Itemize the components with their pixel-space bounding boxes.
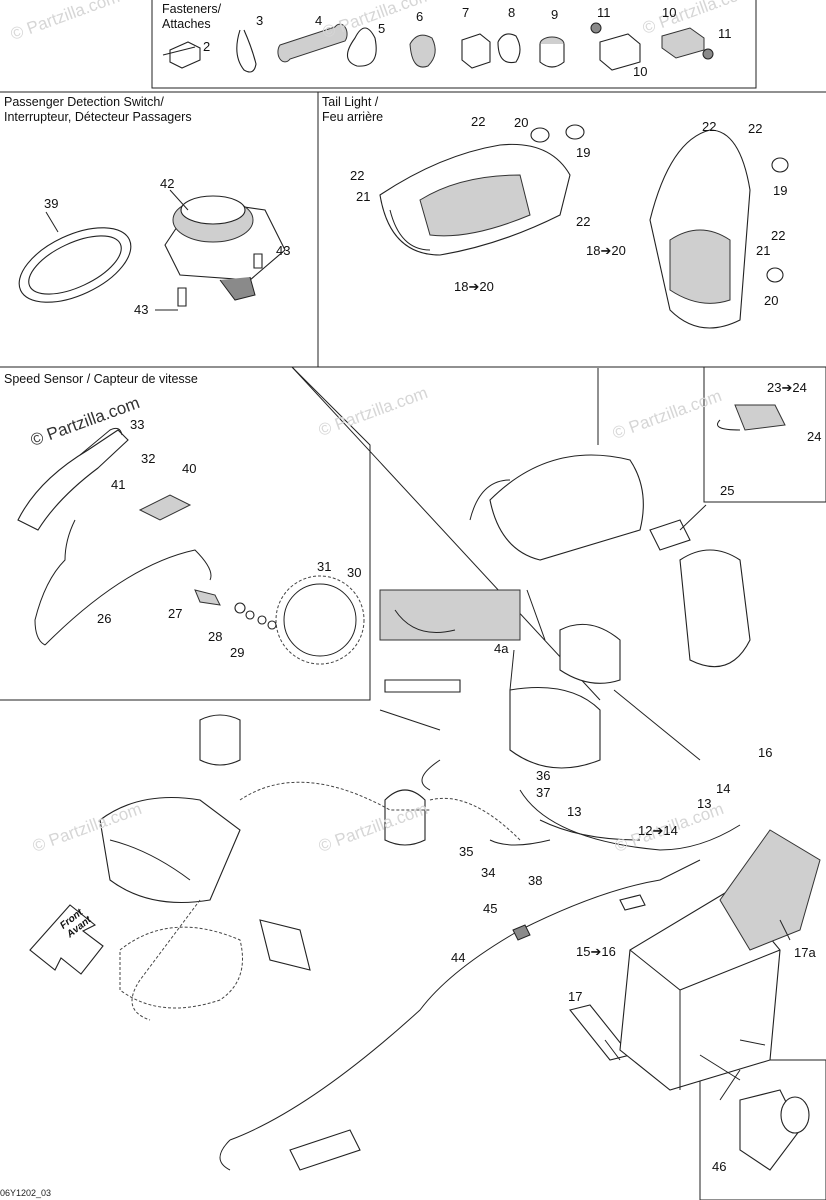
figure-code: 06Y1202_03 <box>0 1188 52 1198</box>
callout: 22 <box>748 121 763 136</box>
callout: 40 <box>182 461 197 476</box>
main-assembly <box>99 404 821 1171</box>
callout: 22 <box>471 114 486 129</box>
callout: 20 <box>514 115 529 130</box>
callout: 43 <box>276 243 291 258</box>
callout: 45 <box>483 901 498 916</box>
callout: 2 <box>203 39 211 54</box>
callout: 38 <box>528 873 543 888</box>
callout: 13 <box>567 804 582 819</box>
callout: 30 <box>347 565 362 580</box>
callout: 31 <box>317 559 332 574</box>
callout: 28 <box>208 629 223 644</box>
callout: 15➔16 <box>576 944 616 959</box>
callout: 27 <box>168 606 183 621</box>
callout: 23➔24 <box>767 380 807 395</box>
speed-sensor-parts <box>17 427 365 665</box>
callout: 18➔20 <box>586 243 626 258</box>
callout: 46 <box>712 1159 727 1174</box>
callout: 4a <box>494 641 509 656</box>
callout: 16 <box>758 745 773 760</box>
section-title-tail-light: Tail Light / Feu arrière <box>322 95 384 124</box>
front-arrow-icon <box>29 904 104 975</box>
callout: 36 <box>536 768 551 783</box>
callout: 35 <box>459 844 474 859</box>
callout: 9 <box>551 7 559 22</box>
callout: 22 <box>576 214 591 229</box>
sensor-inset-frame <box>703 366 826 503</box>
callout: 20 <box>764 293 779 308</box>
callout: 33 <box>130 417 145 432</box>
callout: 26 <box>97 611 112 626</box>
callout: 39 <box>44 196 59 211</box>
callout: 18➔20 <box>454 279 494 294</box>
callout: 14 <box>716 781 731 796</box>
passenger-switch-parts <box>18 195 286 307</box>
callout: 7 <box>462 5 470 20</box>
callout: 19 <box>773 183 788 198</box>
callout: 44 <box>451 950 466 965</box>
callout: 13 <box>697 796 712 811</box>
section-title-speed-sensor: Speed Sensor / Capteur de vitesse <box>4 372 198 386</box>
callout: 21 <box>756 243 771 258</box>
tail-light-parts <box>379 124 789 329</box>
callout: 21 <box>356 189 371 204</box>
callout: 10 <box>662 5 677 20</box>
callout: 5 <box>378 21 386 36</box>
callout: 22 <box>771 228 786 243</box>
callout: 17a <box>794 945 816 960</box>
callout: 22 <box>350 168 365 183</box>
callout: 12➔14 <box>638 823 678 838</box>
callout: 10 <box>633 64 648 79</box>
speed-sensor-frame <box>0 366 371 701</box>
callout: 34 <box>481 865 496 880</box>
section-title-passenger-switch: Passenger Detection Switch/ Interrupteur… <box>4 95 192 124</box>
fastener-parts <box>169 22 714 73</box>
callout: 42 <box>160 176 175 191</box>
callout: 25 <box>720 483 735 498</box>
callout: 3 <box>256 13 264 28</box>
callout: 32 <box>141 451 156 466</box>
callout: 11 <box>597 5 611 20</box>
callout: 22 <box>702 119 717 134</box>
callout: 6 <box>416 9 424 24</box>
callout: 4 <box>315 13 323 28</box>
section-title-fasteners: Fasteners/ Attaches <box>162 2 222 31</box>
callout: 11 <box>718 26 732 41</box>
callout: 17 <box>568 989 583 1004</box>
callout: 8 <box>508 5 516 20</box>
callout: 41 <box>111 477 126 492</box>
leader-lines <box>45 46 791 1081</box>
callout: 43 <box>134 302 149 317</box>
callout: 24 <box>807 429 822 444</box>
callout: 29 <box>230 645 245 660</box>
callout: 37 <box>536 785 551 800</box>
callout: 19 <box>576 145 591 160</box>
fasteners-frame <box>151 0 757 89</box>
